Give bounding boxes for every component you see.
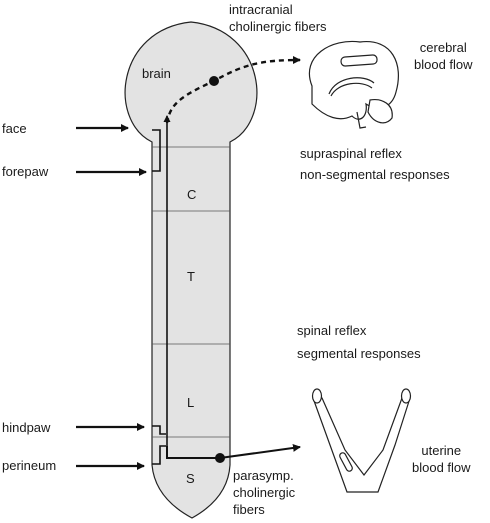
spinal-reflex-label: spinal reflex segmental responses <box>297 323 421 361</box>
brain-label: brain <box>142 66 171 81</box>
parasympathetic-fiber-pathway <box>166 443 301 459</box>
segment-dividers <box>152 146 230 438</box>
segment-label-t: T <box>187 269 195 284</box>
face-label: face <box>2 121 27 136</box>
uterine-blood-flow-label: uterine blood flow <box>412 443 471 475</box>
parasympathetic-ganglion-dot <box>215 453 225 463</box>
perineum-label: perineum <box>2 458 57 473</box>
cerebral-brain-icon <box>309 40 399 129</box>
cerebral-blood-flow-label: cerebral blood flow <box>414 40 473 72</box>
uterus-icon <box>311 388 412 493</box>
intracranial-fibers-label: intracranial cholinergic fibers <box>229 2 327 34</box>
parasympathetic-fibers-label: parasymp. cholinergic fibers <box>233 468 296 517</box>
input-arrows <box>76 124 147 470</box>
intracranial-ganglion-dot <box>209 76 219 86</box>
supraspinal-reflex-label: supraspinal reflex non-segmental respons… <box>300 146 450 182</box>
segment-label-s: S <box>186 471 195 486</box>
afferent-pathway <box>152 115 171 465</box>
segment-label-l: L <box>187 395 195 410</box>
hindpaw-label: hindpaw <box>2 420 51 435</box>
segment-label-c: C <box>187 187 197 202</box>
forepaw-label: forepaw <box>2 164 49 179</box>
brain-and-spinal-cord-outline <box>124 21 258 519</box>
